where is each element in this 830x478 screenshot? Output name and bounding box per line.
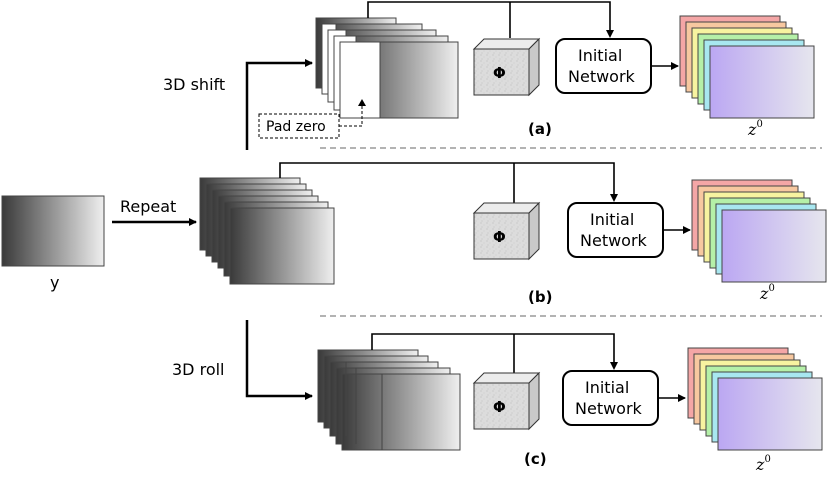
input-measurement-image	[1, 195, 105, 267]
svg-text:Network: Network	[575, 399, 643, 418]
roll-branch-arrow	[245, 320, 313, 400]
row-b-arrowhead	[610, 194, 618, 202]
row-c-connector	[371, 333, 615, 376]
phi-cube-a: Φ	[472, 37, 541, 97]
caption-b: (b)	[528, 288, 552, 306]
svg-text:Initial: Initial	[578, 46, 622, 65]
svg-text:Initial: Initial	[590, 210, 634, 229]
rolled-stack	[317, 349, 461, 451]
row-c-arrowhead	[610, 362, 618, 370]
initial-network-c: Initial Network	[562, 370, 659, 426]
shifted-stack	[315, 17, 459, 119]
output-stack-a	[679, 15, 815, 119]
output-label-a: z0	[747, 119, 763, 139]
phi-symbol-a: Φ	[493, 64, 506, 82]
phi-symbol-c: Φ	[493, 398, 506, 416]
output-label-b: z0	[759, 283, 775, 303]
repeated-stack	[199, 177, 335, 285]
initial-network-b: Initial Network	[567, 202, 664, 258]
shift-branch-arrow	[245, 59, 313, 150]
output-stack-c	[687, 347, 823, 451]
pad-zero-callout: Pad zero	[258, 99, 366, 139]
roll-label: 3D roll	[172, 360, 225, 379]
caption-c: (c)	[524, 450, 547, 468]
phi-symbol-b: Φ	[493, 228, 506, 246]
output-label-c: z0	[755, 454, 771, 474]
svg-text:Network: Network	[580, 231, 648, 250]
phi-cube-b: Φ	[472, 201, 541, 261]
phi-cube-c: Φ	[472, 371, 541, 431]
input-label: y	[50, 273, 59, 292]
row-b-connector	[279, 162, 615, 204]
caption-a: (a)	[528, 120, 552, 138]
svg-text:Initial: Initial	[585, 378, 629, 397]
svg-text:Network: Network	[568, 67, 636, 86]
row-a-arrowhead	[606, 30, 614, 38]
row-a-connector	[367, 1, 611, 38]
output-stack-b	[691, 179, 827, 283]
shift-label: 3D shift	[163, 75, 225, 94]
repeat-label: Repeat	[120, 197, 176, 216]
svg-text:Pad zero: Pad zero	[266, 119, 326, 135]
initial-network-a: Initial Network	[555, 38, 652, 94]
